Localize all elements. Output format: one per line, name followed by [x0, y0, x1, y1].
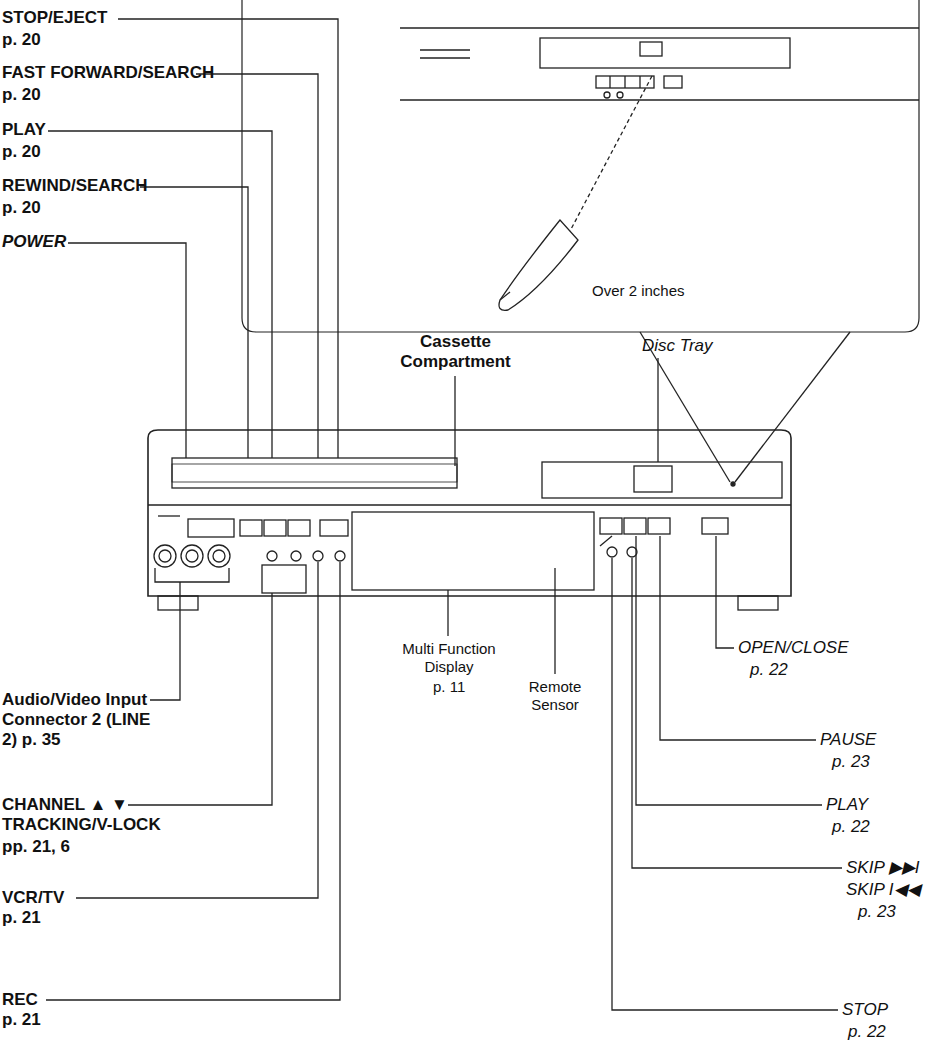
callout-label: p. 20 — [2, 85, 41, 105]
callout-label: SKIP ▶▶I — [846, 858, 920, 878]
callout-label: OPEN/CLOSE — [738, 638, 849, 658]
callout-label: p. 23 — [832, 752, 870, 772]
callout-label: PLAY — [826, 795, 868, 815]
callout-label: STOP/EJECT — [2, 8, 108, 28]
callout-label: REWIND/SEARCH — [2, 176, 147, 196]
callout-label: p. 22 — [832, 817, 870, 837]
callout-label: Remote Sensor — [515, 678, 595, 714]
callout-label: pp. 21, 6 — [2, 837, 70, 857]
callout-label: STOP — [842, 1000, 888, 1020]
callout-label: CHANNEL ▲ ▼ TRACKING/V-LOCK — [2, 795, 170, 835]
callout-label: Multi Function Display — [393, 640, 505, 676]
callout-label: p. 21 — [2, 1010, 41, 1030]
callout-label: p. 20 — [2, 142, 41, 162]
callout-label: Over 2 inches — [592, 282, 685, 300]
callout-label: Audio/Video Input Connector 2 (LINE 2) p… — [2, 690, 160, 750]
callout-label: Cassette Compartment — [393, 332, 518, 372]
callout-label: Disc Tray — [642, 336, 713, 356]
callout-label: VCR/TV — [2, 888, 64, 908]
callout-label: REC — [2, 990, 38, 1010]
callout-label: SKIP I◀◀ — [846, 880, 920, 900]
callout-label: p. 21 — [2, 908, 41, 928]
callout-label: p. 23 — [858, 902, 896, 922]
callout-label: p. 20 — [2, 198, 41, 218]
callout-label: FAST FORWARD/SEARCH — [2, 63, 214, 83]
callout-label: p. 22 — [848, 1022, 886, 1042]
callout-label: p. 22 — [750, 660, 788, 680]
callout-label: p. 20 — [2, 30, 41, 50]
callout-label: POWER — [2, 232, 66, 252]
callout-label: PAUSE — [820, 730, 876, 750]
callout-label: PLAY — [2, 120, 46, 140]
callout-label: p. 11 — [433, 678, 465, 696]
